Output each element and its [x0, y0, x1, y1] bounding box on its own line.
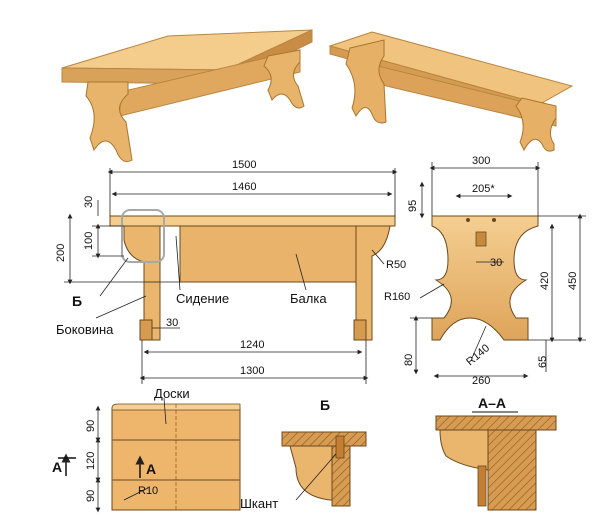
side-panel-profile — [431, 215, 539, 341]
label-section-a-inner: А — [146, 461, 156, 477]
dim-side-width: 300 — [472, 155, 490, 167]
dim-foot-side: 65 — [537, 356, 549, 368]
dim-board-1: 90 — [85, 420, 97, 432]
label-section-a-outer: А — [52, 459, 62, 475]
dim-base-length: 1300 — [240, 365, 264, 377]
label-boards: Доски — [154, 386, 190, 401]
label-detail-ref-b: Б — [72, 293, 82, 309]
detail-b: Б Шкант — [240, 397, 367, 511]
right-side-panel — [355, 225, 391, 341]
title-detail-b: Б — [320, 397, 330, 413]
dim-total-height: 450 — [567, 272, 579, 290]
seat-board — [109, 215, 396, 227]
dim-radius-board: R10 — [138, 485, 158, 497]
detail-b-highlight — [121, 209, 165, 263]
dim-radius-side: R160 — [384, 291, 410, 303]
dim-seat-length: 1460 — [232, 181, 256, 193]
bench-3d-view-left — [61, 29, 313, 163]
dim-radius-foot: R140 — [464, 342, 492, 368]
label-side: Боковина — [56, 322, 114, 337]
dim-radius-corner: R50 — [386, 259, 406, 271]
dim-foot-height: 80 — [403, 354, 415, 366]
label-dowel: Шкант — [240, 496, 278, 511]
dim-slot-gap: 30 — [490, 257, 502, 269]
label-seat: Сидение — [176, 291, 229, 306]
front-view: 1500 1460 30 100 200 R50 30 1240 1300 Си… — [55, 159, 406, 384]
beam — [179, 225, 361, 283]
dim-beam-gap: 30 — [166, 317, 178, 329]
detail-aa: А–А — [435, 395, 557, 511]
dim-body-height: 420 — [539, 272, 551, 290]
dim-leg-top-height: 100 — [83, 232, 95, 250]
dim-board-2: 120 — [85, 452, 97, 470]
detail-boards: 90 120 90 Доски А R10 А — [52, 386, 241, 513]
dim-top-height: 95 — [407, 200, 419, 212]
bench-3d-view-right — [328, 31, 574, 152]
label-beam: Балка — [290, 291, 327, 306]
dim-board-3: 90 — [85, 490, 97, 502]
dim-top-offset: 30 — [83, 196, 95, 208]
dim-base-width: 260 — [472, 375, 490, 387]
title-detail-aa: А–А — [478, 395, 506, 411]
side-view: 300 205* 95 30 420 450 R160 R140 80 260 … — [384, 155, 586, 387]
dim-slot-width: 205* — [472, 183, 495, 195]
dim-leg-span: 1240 — [240, 339, 264, 351]
dim-total-length: 1500 — [232, 159, 256, 171]
dim-overall-height: 200 — [55, 244, 67, 262]
